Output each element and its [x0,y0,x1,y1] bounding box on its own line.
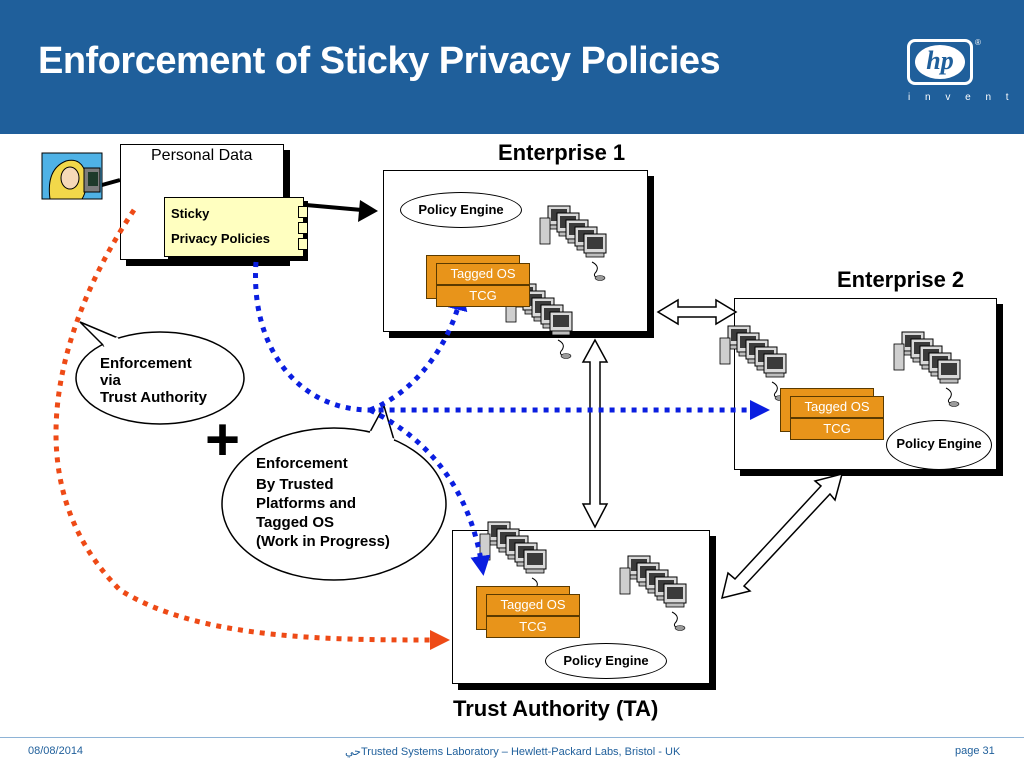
callout-tp-line4: Tagged OS [256,514,335,531]
sticky-tab [298,222,308,234]
user-at-computer-icon [41,152,121,200]
tagged-os-label: Tagged OS [436,263,530,285]
registered-mark: ® [975,38,981,47]
enforcement-path-enterprise2 [253,261,770,420]
footer-page: page 31 [955,745,995,757]
sticky-label-line2: Privacy Policies [171,231,271,246]
footer-date: 08/08/2014 [28,745,84,757]
enforcement-path-ta [368,407,491,576]
callout-ta-bubble [75,331,245,425]
enterprise1-title: Enterprise 1 [498,140,626,165]
hp-logo-mark: hp [915,45,965,79]
sticky-tab [298,238,308,250]
tcg-label: TCG [436,285,530,307]
enterprise1-computers-icon [540,206,606,281]
enterprise1-tagged-os-stack: Tagged OS TCG [426,255,530,309]
ta-policy-engine: Policy Engine [545,643,667,679]
callout-tp-bubble [221,427,447,581]
tcg-label: TCG [790,418,884,440]
enterprise2-tagged-os-stack: Tagged OS TCG [780,388,884,442]
slide-title: Enforcement of Sticky Privacy Policies [38,40,721,82]
callout-ta-line3: Trust Authority [100,389,207,406]
callout-tp-line5: (Work in Progress) [256,533,390,550]
tagged-os-label: Tagged OS [790,396,884,418]
title-bar: Enforcement of Sticky Privacy Policies h… [0,0,1024,134]
policy-engine-label: Policy Engine [418,202,504,217]
callout-tp-line2: By Trusted [256,476,334,493]
sticky-label-line1: Sticky [171,206,210,221]
data-flow-arrow-head [358,200,378,222]
callout-tp-line1: Enforcement [256,455,348,472]
enterprise1-enterprise2-link [656,298,738,326]
sticky-policy-card: Sticky Privacy Policies [164,197,308,257]
enterprise2-computers-icon [720,326,786,401]
policy-engine-label: Policy Engine [563,653,649,668]
callout-tp-line3: Platforms and [256,495,357,512]
enterprise2-title: Enterprise 2 [837,267,965,292]
data-flow-arrow [305,203,363,212]
plus-sign: + [205,406,241,473]
callout-ta-line1: Enforcement [100,355,192,372]
policy-engine-label: Policy Engine [896,436,982,451]
hp-logo-tagline: i n v e n t [908,92,1015,103]
sticky-tab [298,206,308,218]
enterprise2-policy-engine: Policy Engine [886,420,992,470]
enterprise2-ta-link [720,472,844,600]
trust-authority-title: Trust Authority (TA) [453,696,659,721]
ta-enforcement-path [53,208,450,650]
ta-computers-icon-2 [620,556,686,631]
footer-center: حيTrusted Systems Laboratory – Hewlett-P… [345,746,681,758]
footer-divider [0,737,1024,738]
hp-logo: hp [907,39,973,85]
callout-ta-line2: via [100,372,121,389]
enterprise2-computers-icon-2 [894,332,960,407]
personal-data-label: Personal Data [151,147,253,164]
enforcement-path-enterprise1 [369,290,468,413]
ta-tagged-os-stack: Tagged OS TCG [476,586,580,640]
enterprise1-ta-link [581,338,609,529]
enterprise1-policy-engine: Policy Engine [400,192,522,228]
tcg-label: TCG [486,616,580,638]
tagged-os-label: Tagged OS [486,594,580,616]
